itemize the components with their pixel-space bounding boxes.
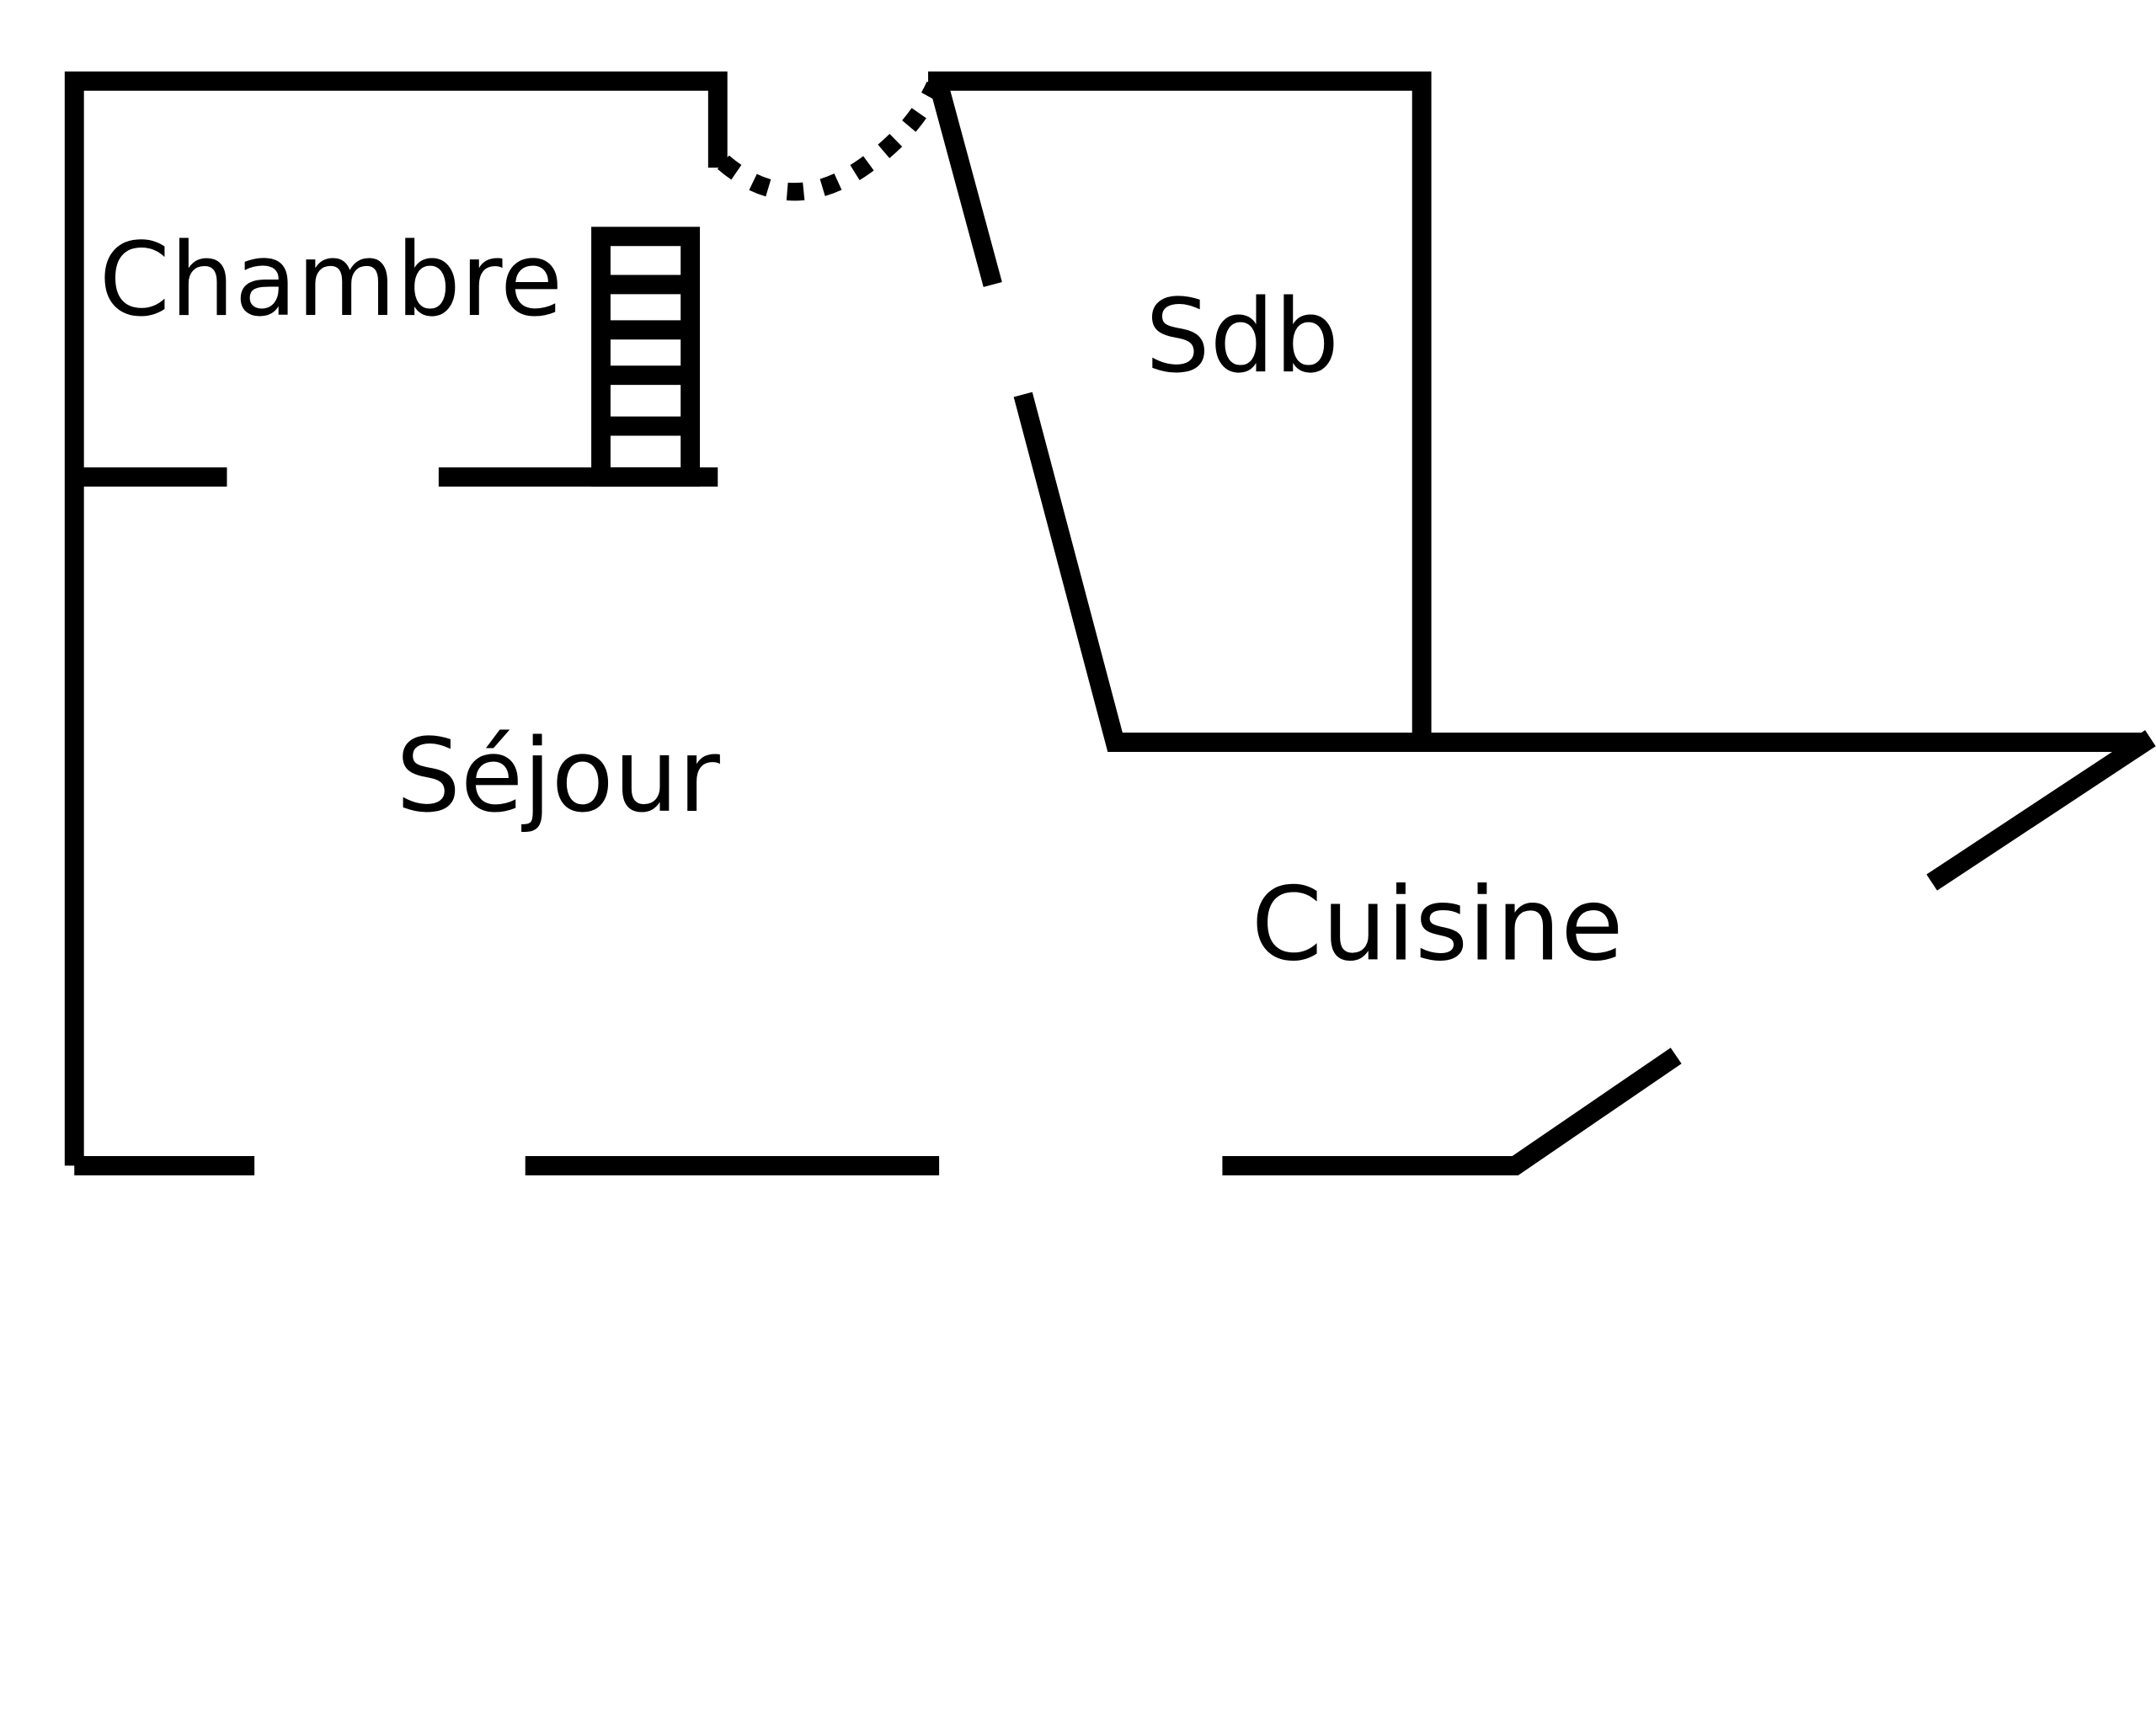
room-label-chambre: Chambre xyxy=(99,221,563,339)
staircase xyxy=(591,226,701,487)
sdb-top-right-wall xyxy=(928,71,1432,743)
door-swing-arc xyxy=(717,81,943,201)
stairs-outline xyxy=(591,226,701,487)
cuisine-bottom-wall xyxy=(1222,1047,1682,1175)
room-label-sejour: Séjour xyxy=(396,717,720,835)
chambre-outer-wall xyxy=(64,71,728,1166)
sdb-diagonal-wall-upper xyxy=(928,78,1002,287)
room-label-cuisine: Cuisine xyxy=(1251,866,1624,984)
room-label-sdb: Sdb xyxy=(1145,278,1339,396)
sdb-diagonal-wall-lower xyxy=(1013,392,2145,752)
cuisine-right-wall xyxy=(1926,730,2156,891)
walls xyxy=(64,71,2156,1175)
